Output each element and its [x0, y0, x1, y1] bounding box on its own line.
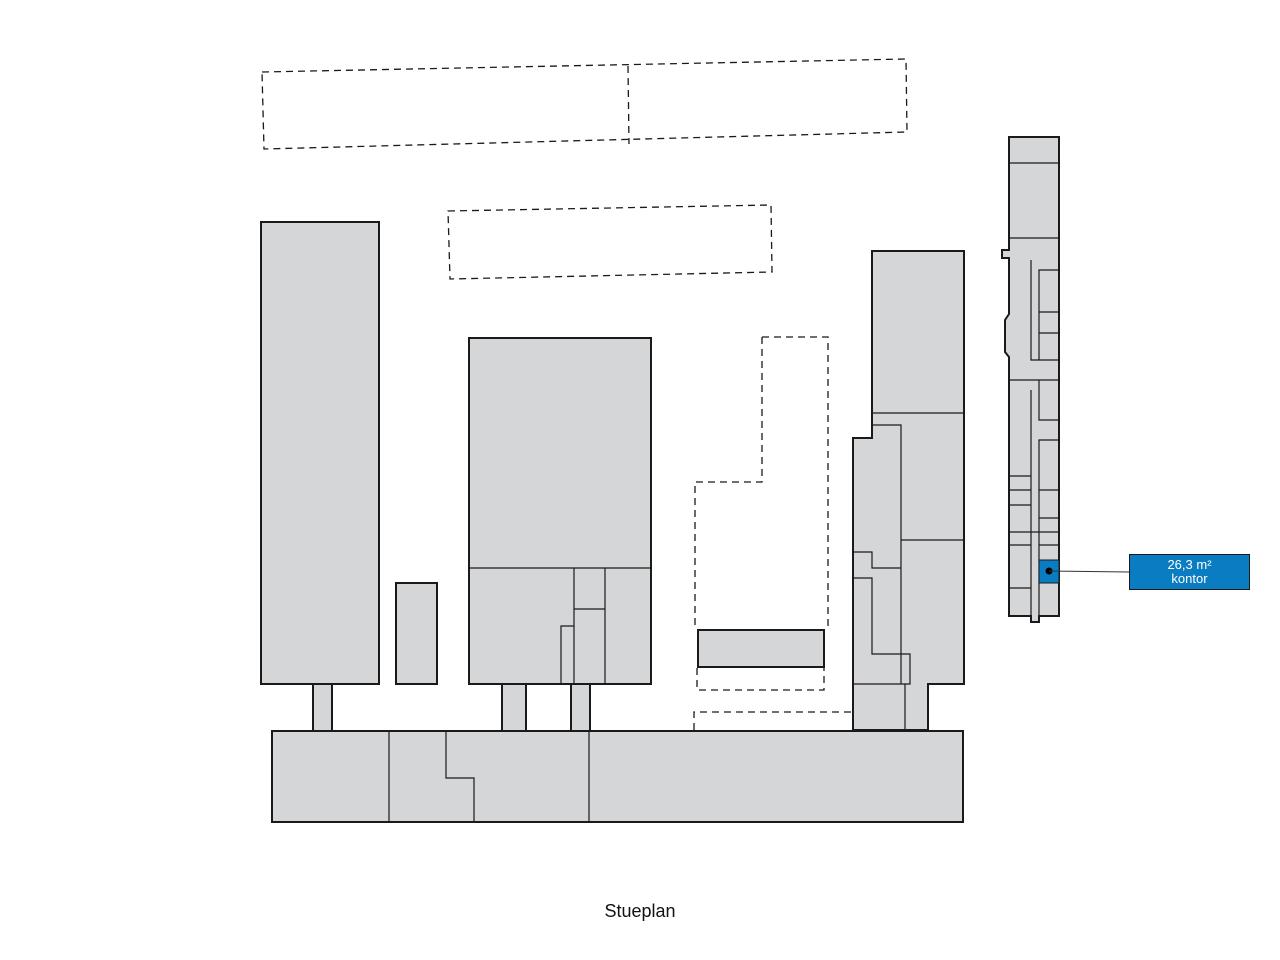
planned-outlines — [261, 58, 908, 730]
unit-area: 26,3 m² — [1167, 557, 1212, 572]
buildings — [260, 136, 1130, 823]
building-east — [852, 250, 965, 731]
leader-line — [1048, 570, 1130, 573]
building-west — [260, 221, 380, 685]
building-south — [271, 730, 964, 823]
building-annex — [697, 629, 825, 668]
connector — [312, 683, 333, 732]
unit-label[interactable]: 26,3 m² kontor — [1129, 554, 1250, 590]
connector — [501, 683, 527, 732]
building-center — [468, 337, 652, 685]
floor-title: Stueplan — [604, 901, 676, 921]
building-small — [395, 582, 438, 685]
connector — [570, 683, 591, 732]
unit-type: kontor — [1171, 571, 1208, 586]
